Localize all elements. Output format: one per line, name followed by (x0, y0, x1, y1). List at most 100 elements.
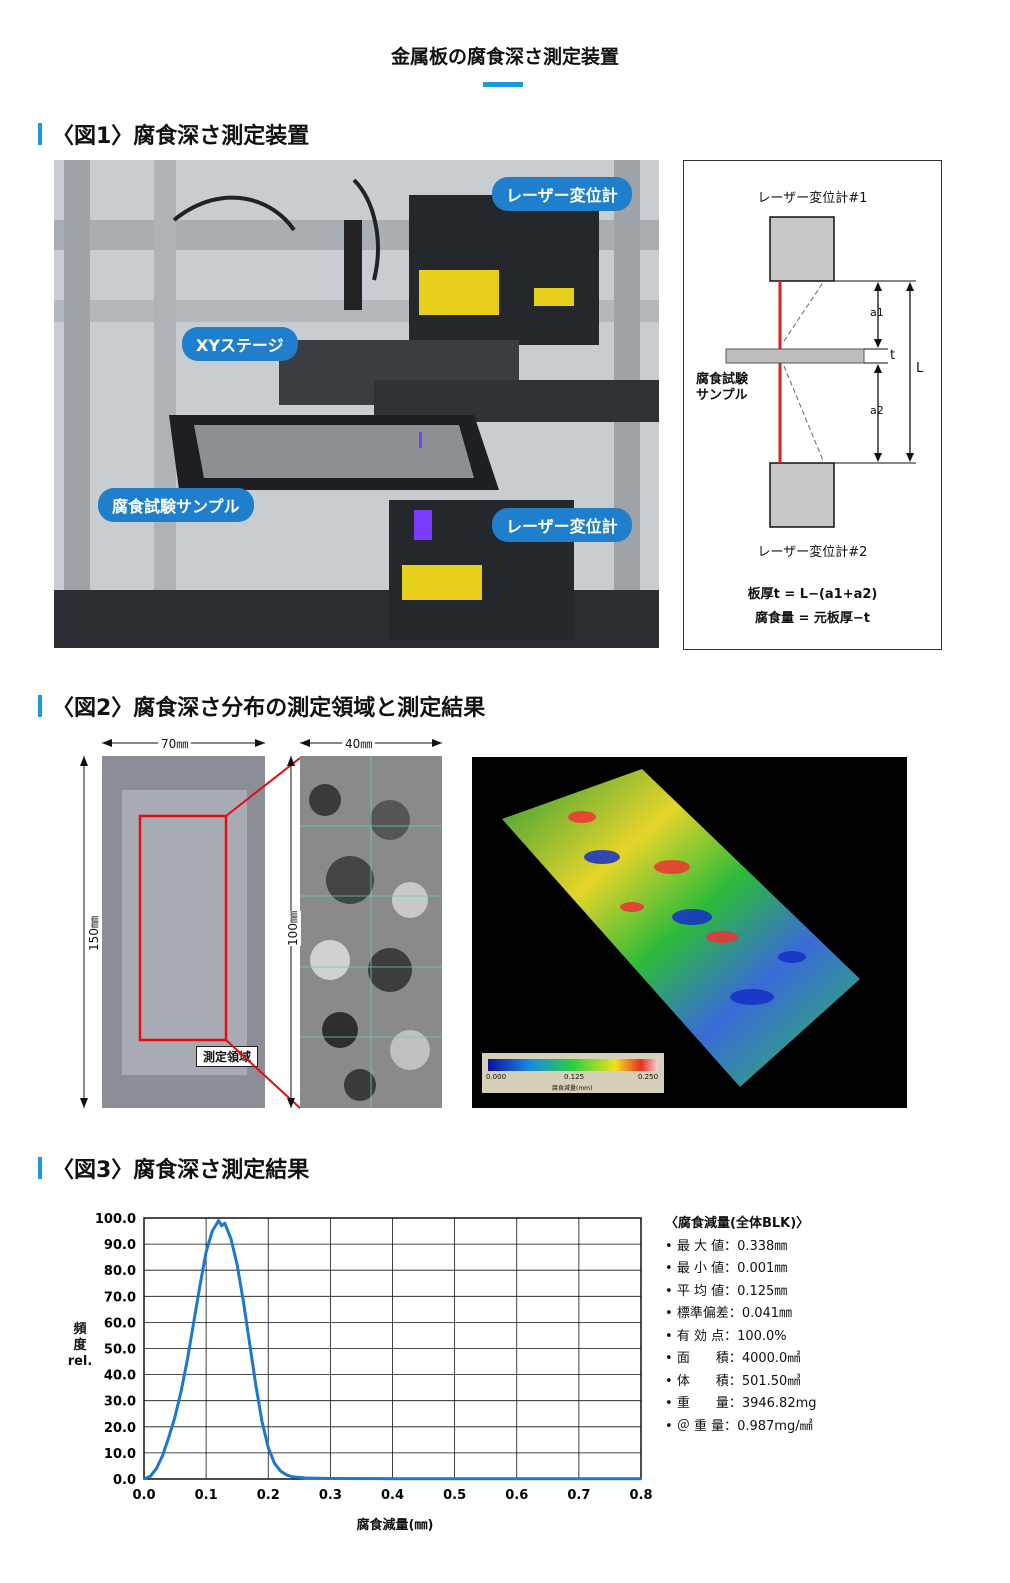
colorbar-max: 0.250 (638, 1073, 659, 1081)
bullet-icon: • (665, 1283, 677, 1299)
colorbar-mid: 0.125 (564, 1073, 585, 1081)
x-axis-label: 腐食減量(㎜) (356, 1518, 434, 1533)
sample-label-line1: 腐食試験 (696, 372, 749, 387)
stat-row: • 平 均 値：0.125㎜ (665, 1281, 817, 1304)
x-tick-label: 0.8 (629, 1488, 652, 1503)
y-tick-label: 100.0 (95, 1212, 136, 1227)
stat-value: 0.987mg/㎟ (737, 1418, 813, 1434)
sample-label: 腐食試験 サンプル (696, 372, 748, 404)
y-tick-label: 10.0 (104, 1447, 136, 1462)
zoom-width-label: 40㎜ (342, 735, 376, 752)
frequency-line (143, 1219, 641, 1481)
a1-label: a1 (870, 306, 884, 319)
stat-row: • 体 積：501.50㎣ (665, 1371, 817, 1394)
fig3-heading-text: 〈図3〉腐食深さ測定結果 (52, 1158, 310, 1183)
histogram-chart: 0.0 0.1 0.2 0.3 0.4 0.5 0.6 0.7 0.8 0.0 10.0 20.0 30… (95, 1212, 653, 1503)
dim-width-label: 70㎜ (158, 735, 192, 752)
bullet-icon: • (665, 1238, 677, 1254)
stat-value: 4000.0㎟ (741, 1351, 801, 1366)
stat-separator: ： (728, 1351, 742, 1366)
sensor1-label: レーザー変位計#1 (757, 191, 868, 206)
x-tick-label: 0.2 (257, 1488, 280, 1503)
x-tick-label: 0.3 (319, 1488, 342, 1503)
heading-marker (38, 1157, 42, 1179)
y-tick-label: 20.0 (104, 1421, 136, 1436)
stat-value: 100.0% (737, 1328, 787, 1344)
stat-label: ＠ 重 量 (676, 1418, 725, 1434)
colorbar-label: 腐食減量(mm) (552, 1085, 593, 1092)
apparatus-illustration (54, 160, 659, 648)
stat-label: 平 均 値 (676, 1283, 725, 1299)
stat-row: • 最 小 値：0.001㎜ (665, 1258, 817, 1281)
bullet-icon: • (665, 1261, 677, 1276)
t-label: t (890, 348, 896, 363)
sample-label-line2: サンプル (696, 388, 748, 403)
x-tick-label: 0.7 (567, 1488, 590, 1503)
stat-label: 重 量 (676, 1396, 729, 1411)
L-label: L (916, 361, 924, 376)
y-tick-label: 40.0 (104, 1369, 136, 1384)
x-tick-label: 0.5 (443, 1488, 466, 1503)
stat-label: 有 効 点 (676, 1328, 725, 1344)
stat-value: 0.041㎜ (741, 1306, 793, 1321)
stat-separator: ： (724, 1418, 738, 1434)
y-label-line3: rel. (67, 1354, 93, 1369)
y-tick-label: 80.0 (104, 1264, 136, 1279)
y-tick-label: 0.0 (113, 1473, 136, 1488)
bullet-icon: • (665, 1396, 677, 1411)
stat-value: 0.001㎜ (737, 1261, 788, 1276)
y-tick-label: 70.0 (104, 1290, 136, 1305)
bullet-icon: • (665, 1328, 677, 1344)
diagram-drawing (725, 216, 916, 528)
stat-separator: ： (724, 1283, 738, 1299)
measurement-diagram: レーザー変位計#1 レーザー変位計#2 腐食試験 サンプル a1 a2 t L … (683, 160, 942, 650)
stat-row: • 有 効 点：100.0% (665, 1326, 817, 1349)
heading-marker (38, 123, 42, 145)
y-tick-label: 60.0 (104, 1316, 136, 1331)
fig1-heading-text: 〈図1〉腐食深さ測定装置 (52, 124, 310, 149)
y-tick-label: 30.0 (104, 1395, 136, 1410)
y-tick-label: 90.0 (104, 1238, 136, 1253)
stats-title: 〈腐食減量(全体BLK)〉 (665, 1216, 810, 1231)
stat-label: 最 小 値 (676, 1261, 725, 1276)
bullet-icon: • (665, 1306, 677, 1321)
bullet-icon: • (665, 1418, 677, 1434)
stat-separator: ： (724, 1238, 738, 1254)
stat-label: 面 積 (676, 1351, 729, 1366)
formula-thickness: 板厚t = L−(a1+a2) (747, 587, 878, 602)
heading-marker (38, 695, 42, 717)
stat-label: 体 積 (676, 1373, 729, 1389)
stat-value: 501.50㎣ (741, 1373, 801, 1389)
a2-label: a2 (870, 404, 884, 417)
y-axis-label: 頻 度 rel. (62, 1322, 98, 1370)
corrosion-heatmap: 0.000 0.125 0.250 腐食減量(mm) (472, 757, 907, 1108)
stat-separator: ： (724, 1328, 738, 1344)
stat-separator: ： (728, 1373, 742, 1389)
stat-row: • 面 積：4000.0㎟ (665, 1348, 817, 1371)
stat-label: 最 大 値 (676, 1238, 725, 1254)
sensor2-label: レーザー変位計#2 (757, 545, 868, 560)
stat-row: • 標準偏差：0.041㎜ (665, 1303, 817, 1326)
stat-value: 3946.82mg (741, 1396, 817, 1411)
stats-panel: 〈腐食減量(全体BLK)〉 • 最 大 値：0.338㎜• 最 小 値：0.00… (665, 1213, 817, 1438)
heatmap-drawing (482, 769, 860, 1093)
x-tick-label: 0.4 (381, 1488, 404, 1503)
stat-row: • 最 大 値：0.338㎜ (665, 1236, 817, 1259)
x-tick-label: 0.0 (132, 1488, 155, 1503)
callout-sample: 腐食試験サンプル (98, 488, 254, 522)
stat-value: 0.338㎜ (737, 1238, 788, 1254)
x-tick-label: 0.1 (195, 1488, 218, 1503)
y-label-line2: 度 (73, 1338, 87, 1353)
stat-separator: ： (728, 1396, 742, 1411)
apparatus-photo: レーザー変位計 XYステージ 腐食試験サンプル レーザー変位計 (54, 160, 659, 648)
fig3-heading: 〈図3〉腐食深さ測定結果 (38, 1152, 309, 1184)
stat-separator: ： (728, 1306, 742, 1321)
stats-list: • 最 大 値：0.338㎜• 最 小 値：0.001㎜• 平 均 値：0.12… (665, 1236, 817, 1439)
callout-laser-bottom: レーザー変位計 (492, 508, 632, 542)
y-tick-label: 50.0 (104, 1343, 136, 1358)
page-title: 金属板の腐食深さ測定装置 (390, 46, 619, 68)
colorbar-min: 0.000 (486, 1073, 507, 1081)
title-underline (483, 82, 523, 87)
formula-corrosion: 腐食量 = 元板厚−t (754, 611, 871, 626)
x-tick-label: 0.6 (505, 1488, 528, 1503)
